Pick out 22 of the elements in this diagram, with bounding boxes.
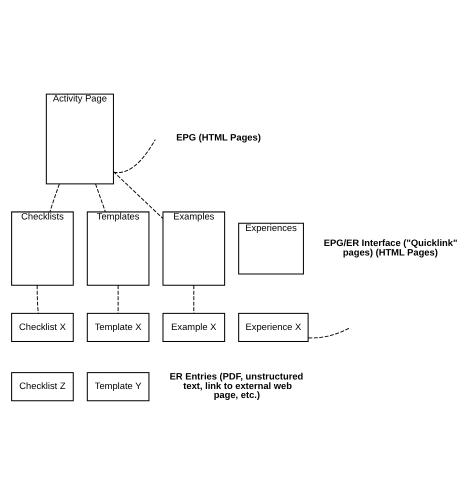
connector (113, 139, 156, 174)
connector (118, 284, 119, 314)
node-box: Template Y (86, 372, 150, 402)
node-box: Activity Page (46, 94, 114, 184)
node-box: Examples (162, 211, 226, 286)
node-box: Example X (162, 312, 226, 342)
node-box: Checklist Z (11, 372, 74, 402)
connector (193, 284, 194, 314)
connector (112, 171, 164, 219)
label: EPG (HTML Pages) (176, 132, 261, 143)
connector (95, 184, 106, 212)
connector (308, 327, 350, 338)
connector (49, 184, 60, 212)
label: ER Entries (PDF, unstructured text, link to external web page, etc.) (170, 371, 304, 400)
connector (36, 284, 39, 314)
node-box: Experiences (238, 222, 304, 274)
node-box: Experience X (238, 312, 309, 342)
label: EPG/ER Interface ("Quicklink" pages) (HTML Pages) (324, 238, 458, 258)
node-box: Templates (86, 211, 150, 286)
node-box: Template X (86, 312, 150, 342)
node-box: Checklists (11, 211, 74, 286)
node-box: Checklist X (11, 312, 74, 342)
